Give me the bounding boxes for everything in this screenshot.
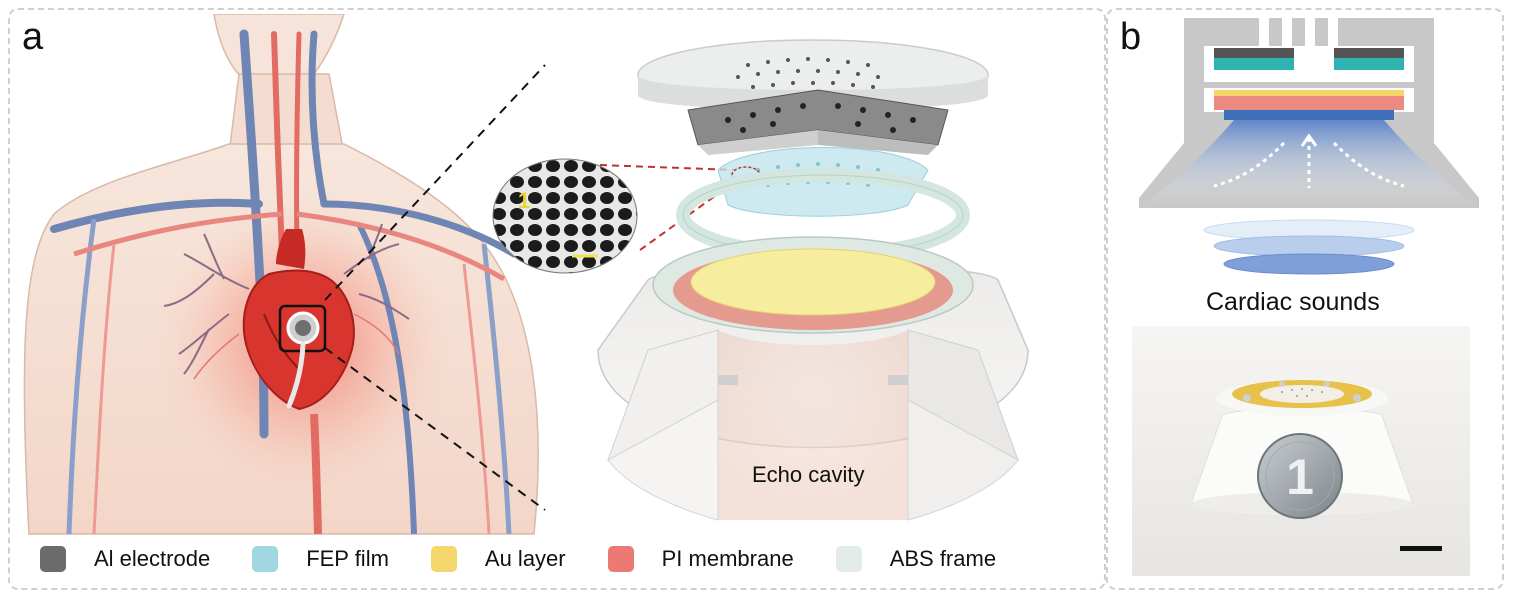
panel-b-letter: b	[1120, 16, 1142, 58]
legend-label: FEP film	[306, 546, 389, 571]
legend-item: PI membrane	[607, 546, 836, 572]
legend-swatch	[40, 546, 66, 572]
coin-numeral: 1	[1286, 449, 1314, 505]
cardiac-sounds-caption: Cardiac sounds	[1206, 288, 1380, 316]
legend-label: Au layer	[484, 546, 566, 571]
sem-inset-label: 1	[518, 188, 531, 213]
cross-section-schematic	[1139, 18, 1479, 275]
exploded-device	[597, 39, 1029, 521]
legend-item: Au layer	[430, 546, 608, 572]
torso-illustration	[23, 14, 539, 535]
panel-a-letter: a	[22, 16, 44, 58]
legend-item: FEP film	[252, 546, 431, 572]
device-photo: 1	[1132, 326, 1470, 576]
panel-bc-frame	[1106, 8, 1504, 590]
legend: Al electrode FEP film Au layer PI membrane A…	[40, 546, 1038, 572]
echo-cavity-label: Echo cavity	[752, 462, 865, 487]
legend-swatch	[835, 546, 862, 572]
legend-swatch	[252, 546, 279, 572]
legend-item: ABS frame	[835, 546, 1038, 572]
panel-a-frame	[8, 8, 1106, 590]
legend-label: ABS frame	[889, 546, 997, 571]
sem-inset	[492, 158, 638, 274]
legend-swatch	[607, 546, 634, 572]
legend-item: Al electrode	[40, 546, 252, 572]
legend-swatch	[430, 546, 457, 572]
legend-label: PI membrane	[661, 546, 794, 571]
legend-label: Al electrode	[94, 546, 211, 571]
